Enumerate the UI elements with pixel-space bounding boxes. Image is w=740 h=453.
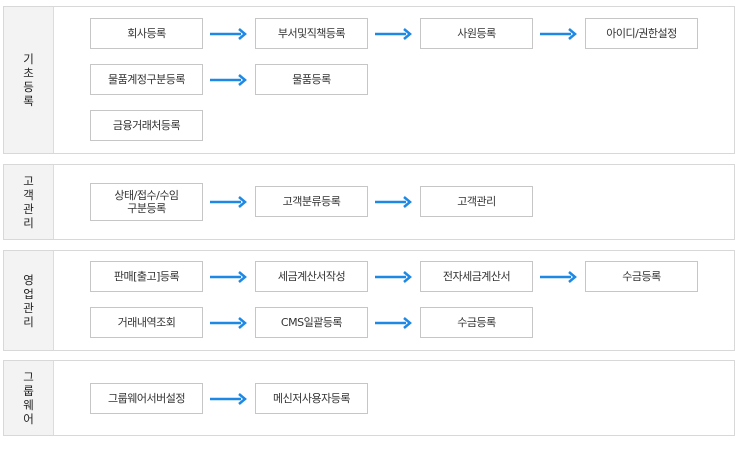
item-registration-button[interactable]: 물품등록 xyxy=(255,64,368,95)
arrow-right-icon xyxy=(210,393,247,405)
employee-registration-button[interactable]: 사원등록 xyxy=(420,18,533,49)
transaction-history-button[interactable]: 거래내역조회 xyxy=(90,307,203,338)
arrow-right-icon xyxy=(540,271,577,283)
arrow-right-icon xyxy=(210,28,247,40)
messenger-user-registration-button[interactable]: 메신저사용자등록 xyxy=(255,383,368,414)
electronic-tax-invoice-button[interactable]: 전자세금계산서 xyxy=(420,261,533,292)
tax-invoice-creation-button[interactable]: 세금계산서작성 xyxy=(255,261,368,292)
arrow-right-icon xyxy=(375,28,412,40)
collection-registration-button-2[interactable]: 수금등록 xyxy=(420,307,533,338)
cms-bulk-registration-button[interactable]: CMS일괄등록 xyxy=(255,307,368,338)
item-account-category-registration-button[interactable]: 물품계정구분등록 xyxy=(90,64,203,95)
arrow-right-icon xyxy=(540,28,577,40)
groupware-server-settings-button[interactable]: 그룹웨어서버설정 xyxy=(90,383,203,414)
arrow-right-icon xyxy=(210,74,247,86)
section-label: 기초등록 xyxy=(4,7,54,153)
arrow-right-icon xyxy=(375,271,412,283)
section-label: 그룹웨어 xyxy=(4,361,54,435)
status-reception-category-registration-button[interactable]: 상태/접수/수임 구분등록 xyxy=(90,183,203,221)
section-label: 영업관리 xyxy=(4,251,54,350)
arrow-right-icon xyxy=(375,317,412,329)
department-position-registration-button[interactable]: 부서및직책등록 xyxy=(255,18,368,49)
financial-partner-registration-button[interactable]: 금융거래처등록 xyxy=(90,110,203,141)
section-label: 고객관리 xyxy=(4,165,54,239)
collection-registration-button[interactable]: 수금등록 xyxy=(585,261,698,292)
arrow-right-icon xyxy=(210,317,247,329)
company-registration-button[interactable]: 회사등록 xyxy=(90,18,203,49)
id-permission-settings-button[interactable]: 아이디/권한설정 xyxy=(585,18,698,49)
sales-shipment-registration-button[interactable]: 판매[출고]등록 xyxy=(90,261,203,292)
arrow-right-icon xyxy=(210,196,247,208)
customer-management-button[interactable]: 고객관리 xyxy=(420,186,533,217)
arrow-right-icon xyxy=(210,271,247,283)
customer-category-registration-button[interactable]: 고객분류등록 xyxy=(255,186,368,217)
arrow-right-icon xyxy=(375,196,412,208)
